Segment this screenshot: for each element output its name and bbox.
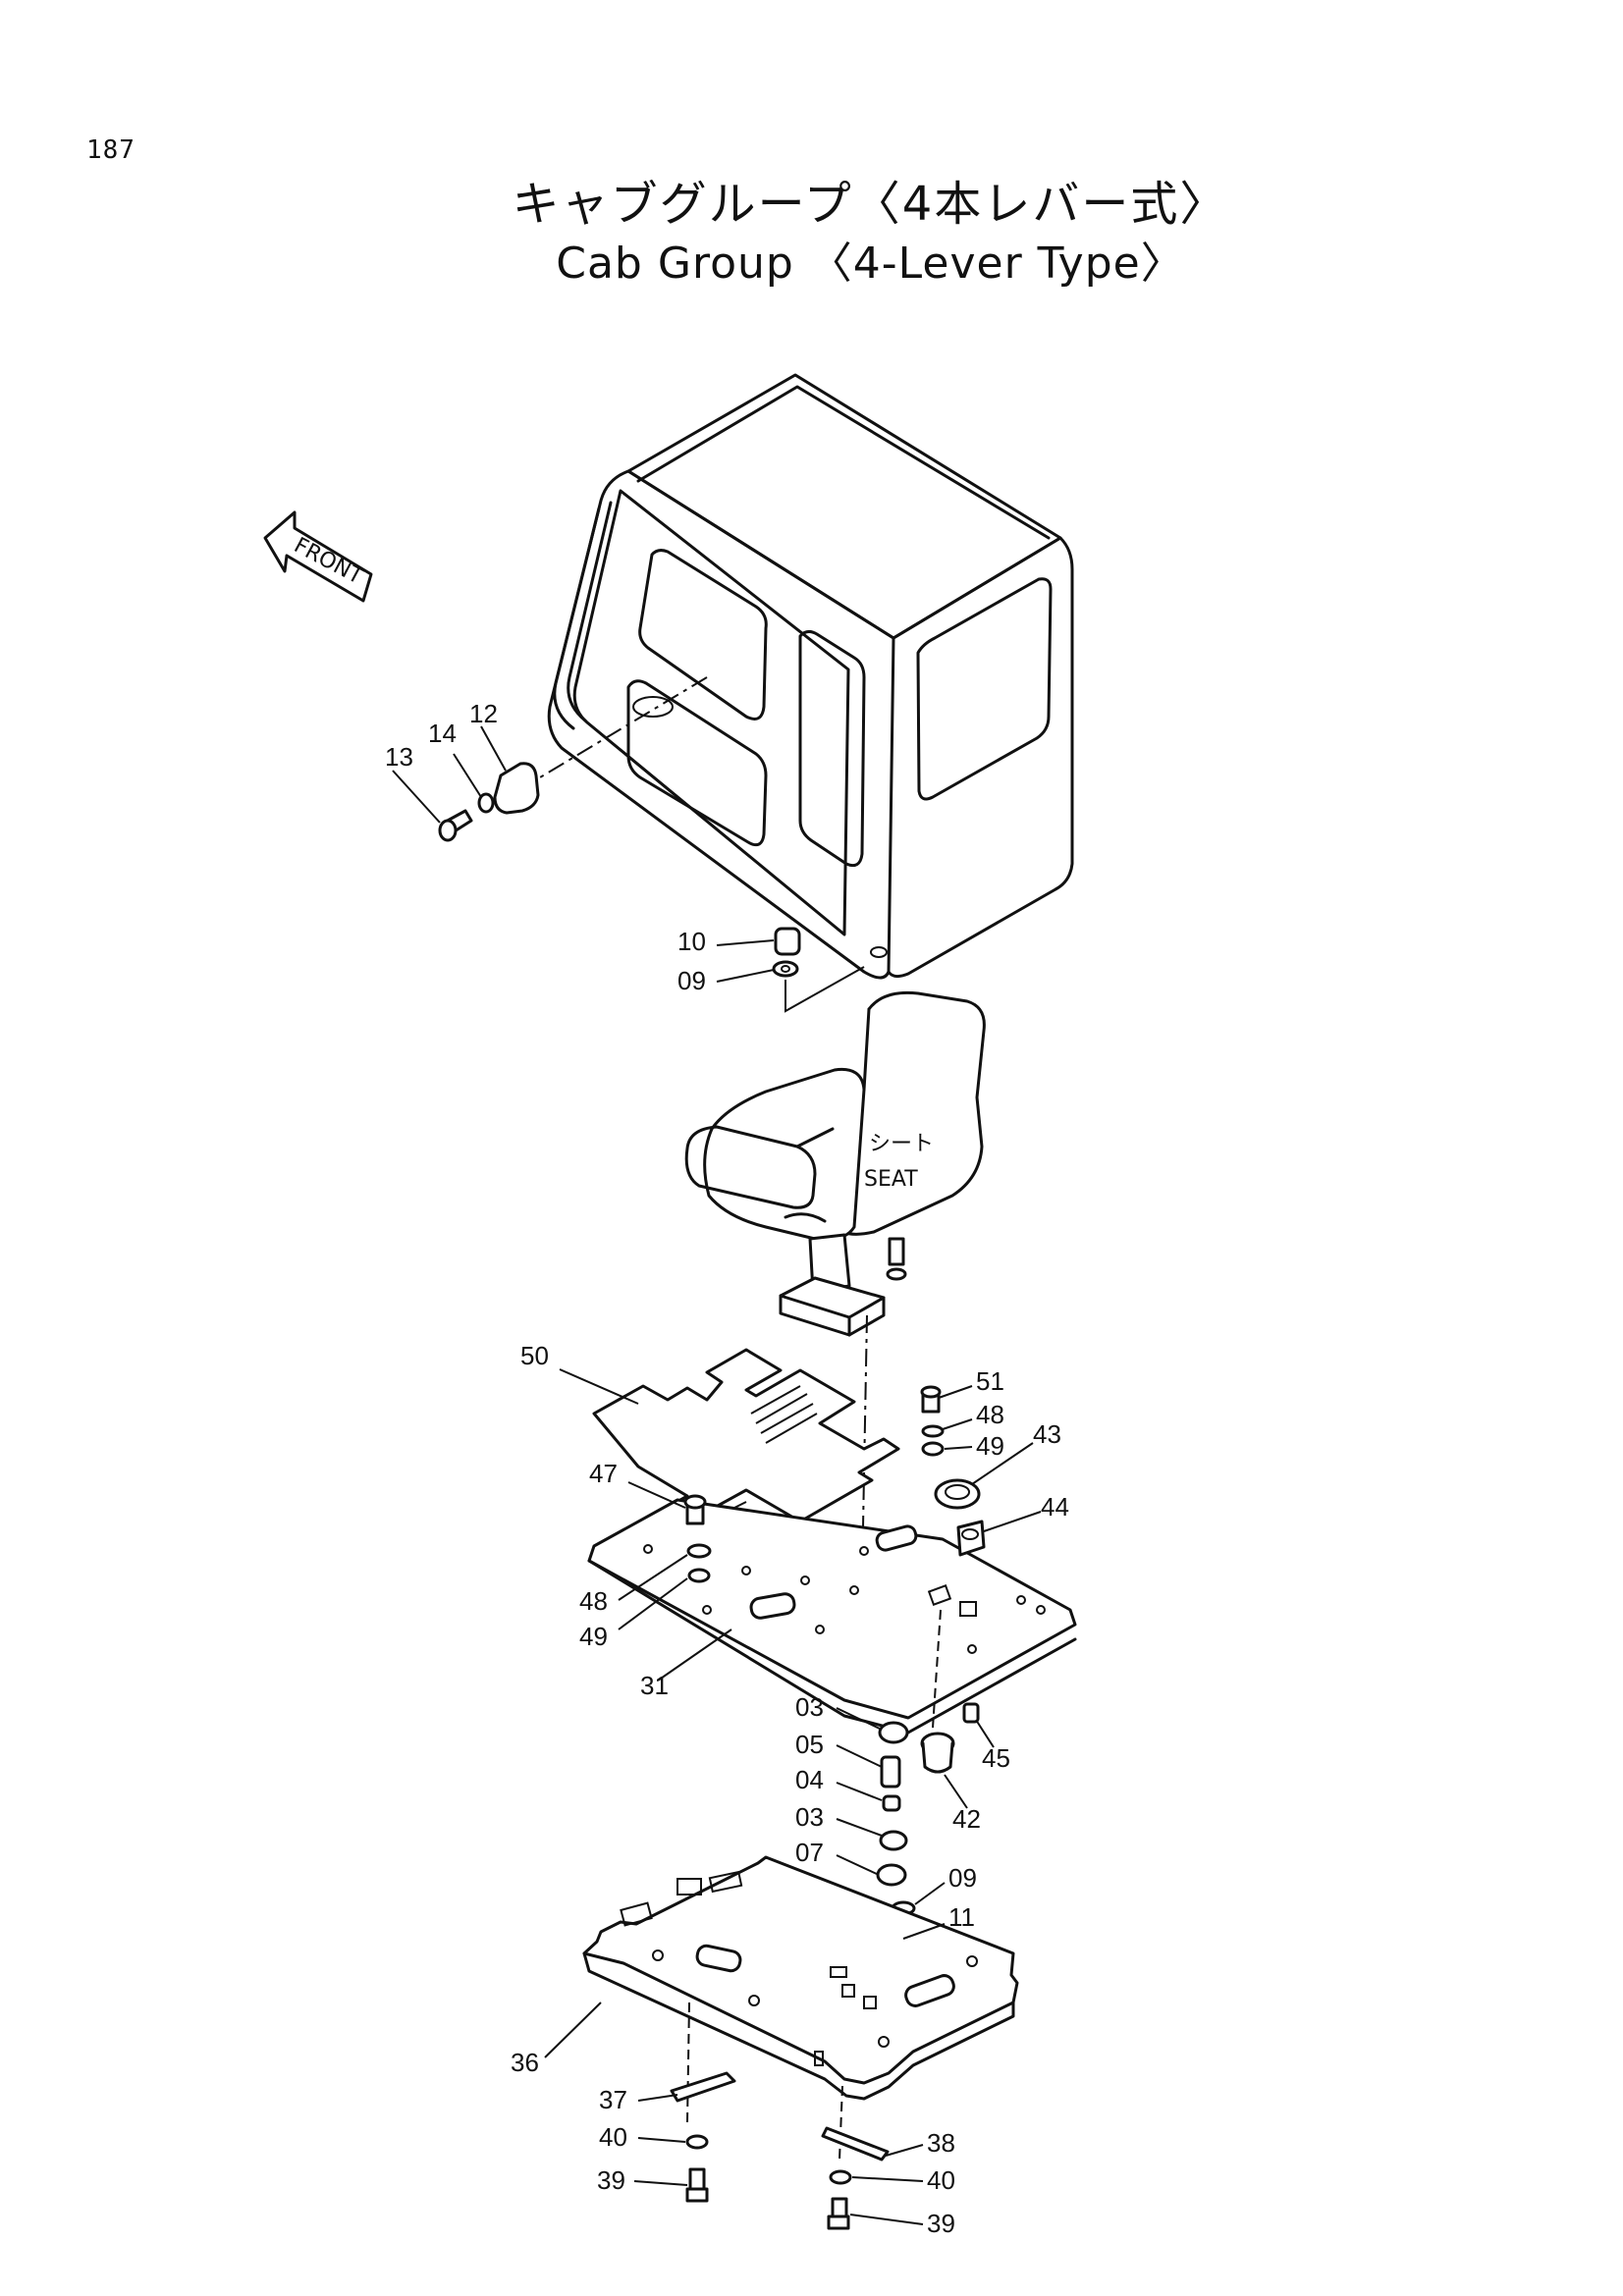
title-japanese: キャブグループ〈4本レバー式〉	[512, 177, 1229, 232]
callout-49-right: 49	[976, 1431, 1004, 1461]
callout-03-upper: 03	[795, 1692, 824, 1722]
callout-51: 51	[976, 1366, 1004, 1396]
callout-39-right: 39	[927, 2209, 955, 2238]
callout-43: 43	[1033, 1419, 1061, 1449]
callout-42: 42	[952, 1804, 981, 1834]
callout-37: 37	[599, 2085, 627, 2114]
callout-05: 05	[795, 1730, 824, 1759]
cab-mount-parts	[772, 927, 865, 1013]
cab-body	[547, 373, 1074, 980]
page-number: 187	[86, 135, 135, 165]
callout-47: 47	[589, 1459, 618, 1488]
callout-13: 13	[385, 742, 413, 772]
callout-11: 11	[948, 1902, 975, 1932]
callout-48-left: 48	[579, 1586, 608, 1616]
callout-04: 04	[795, 1765, 824, 1794]
bracket-parts	[670, 2002, 890, 2230]
plate-bolt-parts-left	[683, 1494, 712, 1583]
callout-48-right: 48	[976, 1400, 1004, 1429]
callout-40-right: 40	[927, 2165, 955, 2195]
callout-40-left: 40	[599, 2122, 627, 2152]
callout-45: 45	[982, 1743, 1010, 1773]
base-plate	[582, 1855, 1019, 2101]
callout-36: 36	[511, 2048, 539, 2077]
cab-fastener-parts	[438, 676, 708, 842]
callout-38: 38	[927, 2128, 955, 2158]
callout-14: 14	[428, 719, 457, 748]
seat-label-en: SEAT	[864, 1167, 918, 1192]
callout-39-left: 39	[597, 2165, 625, 2195]
callout-03-lower: 03	[795, 1802, 824, 1832]
callout-labels: 13 14 12 10 09 50 51 48 49 43 47 44 48 4…	[385, 699, 1069, 2238]
title-english: Cab Group 〈4-Lever Type〉	[556, 239, 1185, 289]
plate-bolt-parts-right	[920, 1385, 986, 1729]
floor-plate	[587, 1498, 1077, 1735]
callout-44: 44	[1041, 1492, 1069, 1522]
callout-31: 31	[640, 1671, 669, 1700]
callout-10: 10	[677, 927, 706, 956]
callout-50: 50	[520, 1341, 549, 1370]
seat-label-jp: シート	[869, 1132, 934, 1156]
callout-09: 09	[677, 966, 706, 995]
front-arrow-icon: FRONT	[263, 510, 373, 603]
callout-07: 07	[795, 1838, 824, 1867]
seat: シート SEAT	[684, 990, 986, 1581]
callout-12: 12	[469, 699, 498, 728]
callout-09-lower: 09	[948, 1863, 977, 1893]
leader-lines	[392, 725, 1042, 2225]
callout-49-left: 49	[579, 1622, 608, 1651]
